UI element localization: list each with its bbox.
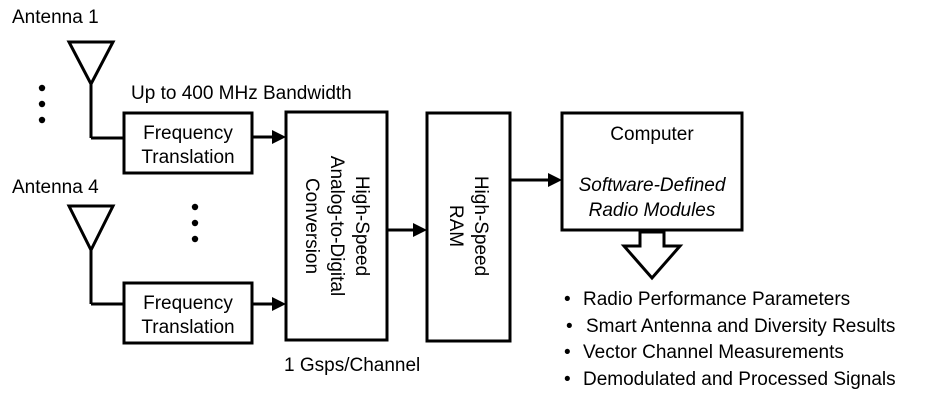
output-item: • Radio Performance Parameters (564, 289, 850, 310)
antenna-ellipsis-icon (38, 84, 46, 124)
antenna-4-icon (66, 204, 116, 254)
frequency-translation-2-line2: Translation (141, 317, 234, 338)
output-item: • Demodulated and Processed Signals (564, 369, 896, 390)
ram-box (425, 111, 512, 343)
antenna-1-icon (66, 40, 116, 88)
ram-label-line2: RAM (445, 205, 466, 247)
output-bullet: • (564, 369, 571, 390)
computer-line2: Radio Modules (589, 200, 716, 221)
output-bullet: • (564, 342, 571, 363)
ram-label-line1: High-Speed (470, 176, 491, 276)
output-down-arrow-icon (620, 230, 684, 281)
arrowhead-ft2-to-adc (272, 297, 286, 311)
computer-title: Computer (610, 124, 694, 145)
output-bullet: • (564, 289, 571, 310)
output-item-text: Vector Channel Measurements (583, 342, 844, 363)
arrowhead-ram-to-computer (548, 173, 562, 187)
channel-ellipsis-icon (191, 203, 199, 243)
frequency-translation-1-line1: Frequency (143, 123, 233, 144)
antenna-4-label: Antenna 4 (12, 177, 99, 198)
arrowhead-ft1-to-adc (272, 130, 286, 144)
adc-box (284, 110, 389, 342)
adc-label-line2: Analog-to-Digital (326, 156, 347, 296)
output-list: • Radio Performance Parameters • Smart A… (564, 289, 896, 390)
frequency-translation-2-line1: Frequency (143, 293, 233, 314)
output-bullet: • (566, 316, 573, 337)
output-item-text: Demodulated and Processed Signals (583, 369, 896, 390)
frequency-translation-box-1 (122, 111, 254, 175)
output-item: • Vector Channel Measurements (564, 342, 844, 363)
computer-line1: Software-Defined (579, 175, 727, 196)
computer-box (560, 111, 744, 232)
frequency-translation-1-line2: Translation (141, 147, 234, 168)
output-item: • Smart Antenna and Diversity Results (566, 316, 895, 337)
adc-label-line3: Conversion (301, 178, 322, 274)
bandwidth-label: Up to 400 MHz Bandwidth (131, 83, 352, 104)
output-item-text: Smart Antenna and Diversity Results (586, 316, 895, 337)
adc-label-line1: High-Speed (351, 176, 372, 276)
output-item-text: Radio Performance Parameters (583, 289, 850, 310)
antenna-1-label: Antenna 1 (12, 7, 99, 28)
arrowhead-adc-to-ram (413, 223, 427, 237)
sample-rate-label: 1 Gsps/Channel (284, 355, 420, 376)
frequency-translation-box-2 (122, 281, 254, 345)
